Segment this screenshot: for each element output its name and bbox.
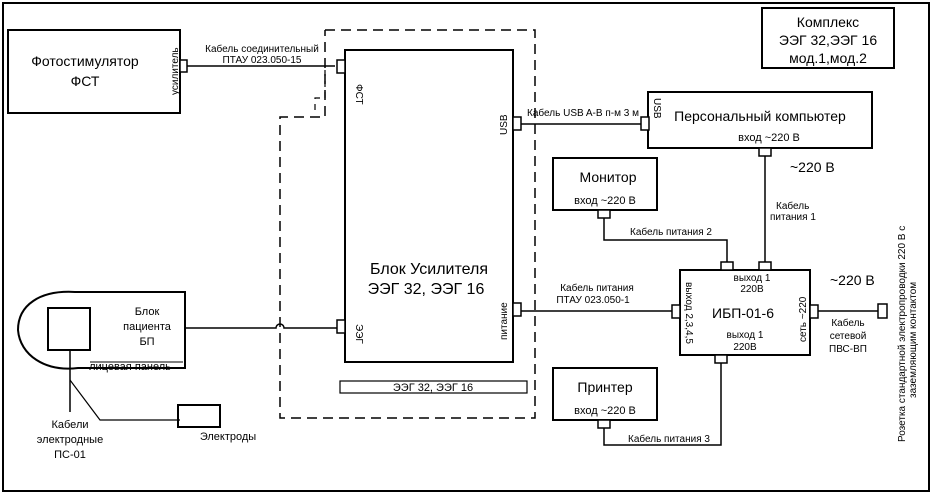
- ups-connector-left: [671, 304, 681, 319]
- electrodes-box: [177, 404, 221, 428]
- electrode-cable-branch: [69, 379, 180, 421]
- ups-block: ИБП-01-6 выход 1 220В выход 1 220В выход…: [671, 261, 819, 364]
- monitor-title: Монитор: [580, 169, 637, 185]
- ups-connector-bottom: [714, 354, 728, 364]
- photostimulator-connector: [179, 59, 188, 73]
- electrode-cables-line3: ПС-01: [54, 449, 86, 461]
- cable-power-amp-label1: Кабель питания: [560, 282, 634, 294]
- monitor-input-label: вход ~220 В: [574, 195, 636, 207]
- socket-note-line1: Розетка стандартной электропроводки 220 …: [897, 226, 908, 442]
- cable-fst-label1: Кабель соединительный: [205, 43, 319, 55]
- pc-connector-power: [758, 147, 772, 157]
- cable-net-label3: ПВС-ВП: [829, 344, 867, 355]
- printer-input-label: вход ~220 В: [574, 405, 636, 417]
- ups-title: ИБП-01-6: [712, 305, 774, 321]
- pc-port-usb: USB: [651, 98, 662, 119]
- photostimulator-block: Фотостимулятор ФСТ усилитель: [7, 29, 188, 114]
- amplifier-title-line2: ЭЭГ 32, ЭЭГ 16: [368, 281, 485, 298]
- amp-port-usb: USB: [499, 114, 510, 135]
- ups-out2345-label: выход 2,3,4,5: [683, 282, 694, 344]
- amplifier-plate-label: ЭЭГ 32, ЭЭГ 16: [393, 382, 473, 394]
- cable-net-label1: Кабель: [831, 317, 864, 329]
- pc-input-label: вход ~220 В: [738, 132, 800, 144]
- amplifier-box: [344, 49, 514, 363]
- monitor-connector-power: [597, 209, 611, 219]
- complex-line2: ЭЭГ 32,ЭЭГ 16: [779, 32, 877, 48]
- cable-patient-eeg: [185, 323, 337, 329]
- printer-title: Принтер: [577, 379, 632, 395]
- patient-block-panel-label: лицевая панель: [89, 361, 171, 373]
- ups-out1-bottom-line1: выход 1: [727, 330, 764, 341]
- complex-line1: Комплекс: [797, 14, 859, 30]
- cable-power-amp-label2: ПТАУ 023.050-1: [556, 295, 630, 306]
- dashed-enclosure-outer: [279, 29, 536, 419]
- cable-power3-line: [603, 363, 722, 446]
- ups-net-label: сеть ~220: [798, 296, 809, 342]
- patient-block-line3: БП: [139, 336, 154, 348]
- amplifier-plate: [339, 380, 528, 394]
- amplifier-block: Блок Усилителя ЭЭГ 32, ЭЭГ 16 ФСТ ЭЭГ US…: [336, 49, 528, 394]
- monitor-block: Монитор вход ~220 В: [552, 157, 658, 219]
- complex-label: Комплекс ЭЭГ 32,ЭЭГ 16 мод.1,мод.2: [761, 7, 895, 69]
- pc-title: Персональный компьютер: [674, 108, 846, 124]
- printer-block: Принтер вход ~220 В: [552, 367, 658, 429]
- photostimulator-port-label: усилитель: [170, 47, 181, 95]
- cable-power3-label: Кабель питания 3: [628, 433, 710, 445]
- amp-connector-fst: [336, 59, 346, 74]
- amplifier-title-line1: Блок Усилителя: [370, 261, 488, 278]
- ups-out1-top-line2: 220В: [740, 284, 764, 295]
- cable-power2-label: Кабель питания 2: [630, 226, 712, 238]
- dashed-inner-link: [314, 70, 326, 113]
- complex-line3: мод.1,мод.2: [789, 50, 867, 66]
- photostimulator-line1: Фотостимулятор: [31, 53, 139, 69]
- cable-fst-label2: ПТАУ 023.050-15: [223, 55, 302, 66]
- ups-connector-right: [809, 304, 819, 319]
- amp-connector-usb: [512, 116, 522, 131]
- amp-connector-eeg: [336, 319, 346, 334]
- patient-block-outline: [16, 290, 186, 370]
- electrodes-label: Электроды: [200, 431, 256, 443]
- amp-port-eeg: ЭЭГ: [353, 324, 364, 344]
- patient-block-line1: Блок: [135, 306, 160, 318]
- ups-out1-bottom-line2: 220В: [733, 342, 757, 353]
- patient-block-panel: [47, 307, 91, 351]
- patient-block-line2: пациента: [123, 321, 172, 333]
- amp-port-power: питание: [499, 302, 510, 340]
- amp-port-fst: ФСТ: [353, 84, 364, 105]
- ups-out1-top-line1: выход 1: [734, 273, 771, 284]
- v220-top-label: ~220 В: [790, 159, 835, 175]
- electrode-cables-line1: Кабели: [51, 419, 88, 431]
- photostimulator-line2: ФСТ: [71, 73, 100, 89]
- cable-power2-line: [603, 218, 728, 262]
- v220-right-label: ~220 В: [830, 272, 875, 288]
- pc-block: Персональный компьютер вход ~220 В USB: [640, 91, 873, 157]
- patient-block: Блок пациента БП лицевая панель: [16, 290, 186, 373]
- cable-net-label2: сетевой: [830, 331, 867, 342]
- printer-connector-power: [597, 419, 611, 429]
- cable-power1-label2: питания 1: [770, 212, 816, 223]
- cable-usb-label: Кабель USB A-B п-м 3 м: [527, 107, 639, 119]
- socket-plug: [877, 303, 888, 319]
- pc-connector-usb: [640, 116, 650, 131]
- ups-connector-top-b: [758, 261, 772, 271]
- ups-connector-top-a: [720, 261, 734, 271]
- electrode-cables-line2: электродные: [37, 434, 103, 446]
- socket-note-line2: заземляющим контактом: [908, 282, 919, 398]
- complex-box: [761, 7, 895, 69]
- photostimulator-box: [7, 29, 181, 114]
- amp-connector-power: [512, 302, 522, 317]
- cable-power1-label1: Кабель: [776, 200, 809, 212]
